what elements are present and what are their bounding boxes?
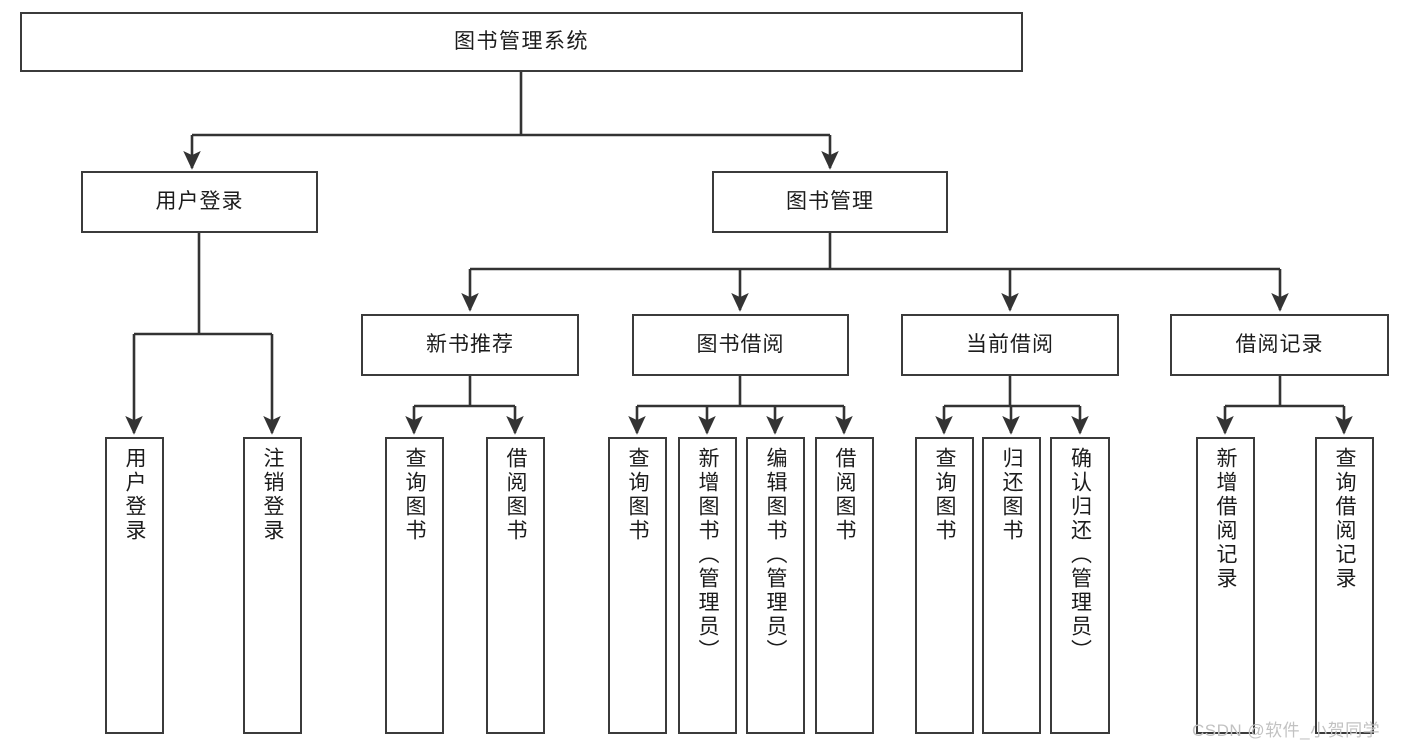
node-leaf-return-book[interactable]: 归还图书 xyxy=(982,437,1041,734)
node-leaf-borrow-book-recommend[interactable]: 借阅图书 xyxy=(486,437,545,734)
node-leaf-logout-login[interactable]: 注销登录 xyxy=(243,437,302,734)
node-label: 查询图书 xyxy=(933,447,956,543)
node-label: 新书推荐 xyxy=(426,332,514,356)
node-label: 注销登录 xyxy=(261,447,284,543)
node-label: 确认归还（管理员） xyxy=(1068,447,1092,663)
node-leaf-edit-book-admin[interactable]: 编辑图书（管理员） xyxy=(746,437,805,734)
node-current-borrow[interactable]: 当前借阅 xyxy=(901,314,1119,376)
node-borrow-record[interactable]: 借阅记录 xyxy=(1170,314,1389,376)
node-label: 归还图书 xyxy=(1000,447,1023,543)
node-new-book-recommend[interactable]: 新书推荐 xyxy=(361,314,579,376)
node-label: 新增借阅记录 xyxy=(1214,447,1237,591)
node-leaf-confirm-return-admin[interactable]: 确认归还（管理员） xyxy=(1050,437,1110,734)
node-label: 用户登录 xyxy=(123,447,146,543)
node-label: 新增图书（管理员） xyxy=(696,447,719,663)
node-leaf-query-borrow-record[interactable]: 查询借阅记录 xyxy=(1315,437,1374,734)
node-leaf-borrow-book[interactable]: 借阅图书 xyxy=(815,437,874,734)
node-book-borrow[interactable]: 图书借阅 xyxy=(632,314,849,376)
node-label: 当前借阅 xyxy=(966,332,1054,356)
node-label: 借阅图书 xyxy=(833,447,856,543)
node-leaf-query-book-borrow[interactable]: 查询图书 xyxy=(608,437,667,734)
node-user-login[interactable]: 用户登录 xyxy=(81,171,318,233)
node-label: 查询借阅记录 xyxy=(1333,447,1356,591)
node-leaf-query-book-current[interactable]: 查询图书 xyxy=(915,437,974,734)
node-label: 编辑图书（管理员） xyxy=(764,447,787,663)
node-label: 用户登录 xyxy=(155,189,244,213)
csdn-watermark: CSDN @软件_小贺同学 xyxy=(1192,721,1381,740)
node-label: 查询图书 xyxy=(626,447,649,543)
node-leaf-user-login[interactable]: 用户登录 xyxy=(105,437,164,734)
node-leaf-query-book-recommend[interactable]: 查询图书 xyxy=(385,437,444,734)
node-label: 图书借阅 xyxy=(696,332,785,356)
node-label: 查询图书 xyxy=(403,447,426,543)
node-label: 图书管理系统 xyxy=(454,29,589,53)
node-label: 借阅图书 xyxy=(504,447,527,543)
node-label: 借阅记录 xyxy=(1235,332,1324,356)
node-book-management[interactable]: 图书管理 xyxy=(712,171,948,233)
node-leaf-add-book-admin[interactable]: 新增图书（管理员） xyxy=(678,437,737,734)
node-label: 图书管理 xyxy=(786,189,874,213)
node-root-book-management-system[interactable]: 图书管理系统 xyxy=(20,12,1023,72)
node-leaf-add-borrow-record[interactable]: 新增借阅记录 xyxy=(1196,437,1255,734)
